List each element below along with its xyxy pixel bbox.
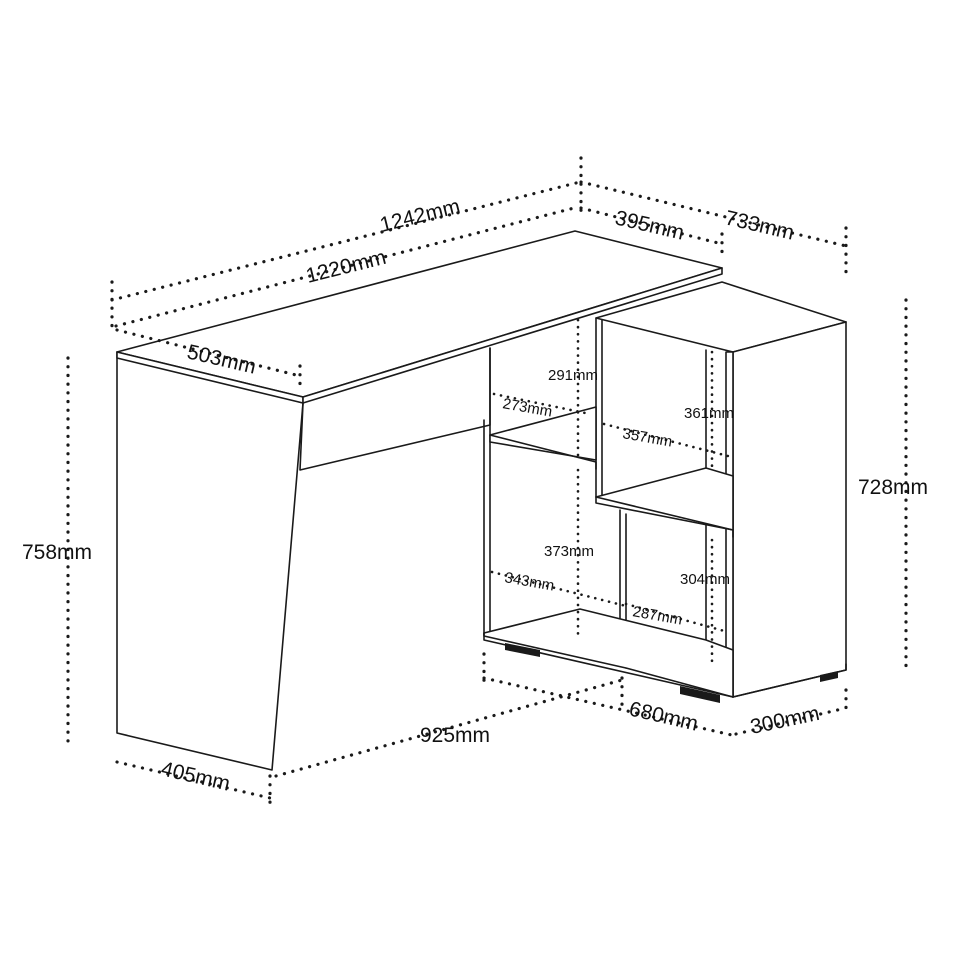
upper-left-shelf — [489, 406, 597, 461]
middle-shelf — [595, 467, 734, 531]
label-728: 728mm — [858, 476, 928, 499]
shelf-center-divider — [595, 317, 603, 498]
dim-line-733 — [579, 180, 848, 248]
shelf-left-panel — [483, 347, 491, 637]
label-1220: 1220mm — [304, 246, 389, 288]
desk-structure — [116, 230, 847, 771]
label-343: 343mm — [503, 569, 555, 594]
desk-top-side-edge — [302, 267, 723, 404]
dim-inner-357 — [602, 422, 730, 458]
shelf-foot-side — [820, 671, 838, 682]
dim-line-503 — [115, 328, 302, 378]
label-304: 304mm — [680, 571, 730, 588]
label-733: 733mm — [723, 206, 796, 244]
dimension-labels: 1242mm 1220mm 395mm 733mm 503mm 758mm 72… — [22, 195, 928, 796]
shelf-foot-back — [505, 643, 540, 657]
label-405: 405mm — [159, 757, 232, 795]
left-leg-panel — [116, 351, 304, 771]
dim-line-1220 — [114, 205, 580, 328]
label-291: 291mm — [548, 367, 598, 384]
label-300: 300mm — [748, 702, 821, 739]
dim-line-405 — [115, 760, 272, 800]
dim-line-300 — [734, 706, 848, 736]
shelf-outer-side — [732, 321, 847, 698]
label-925: 925mm — [420, 724, 490, 747]
inner-dimension-lines — [490, 318, 730, 664]
label-357: 357mm — [621, 425, 673, 450]
outer-dimension-lines — [66, 156, 908, 812]
bottom-shelf — [483, 608, 734, 698]
dim-inner-273 — [492, 392, 592, 416]
middle-shelf-front — [595, 496, 734, 538]
label-395: 395mm — [613, 206, 686, 244]
label-1242: 1242mm — [378, 195, 463, 237]
label-373: 373mm — [544, 543, 594, 560]
bottom-shelf-front — [483, 632, 734, 698]
dim-line-925 — [274, 678, 624, 778]
label-361: 361mm — [684, 405, 734, 422]
dim-line-395 — [579, 206, 724, 246]
upper-left-shelf-front — [489, 434, 597, 470]
label-680: 680mm — [627, 697, 700, 735]
shelf-base-side — [732, 663, 847, 698]
shelf-foot-front — [680, 686, 720, 703]
label-758: 758mm — [22, 541, 92, 564]
label-273: 273mm — [501, 395, 553, 420]
dim-line-680 — [482, 676, 738, 738]
